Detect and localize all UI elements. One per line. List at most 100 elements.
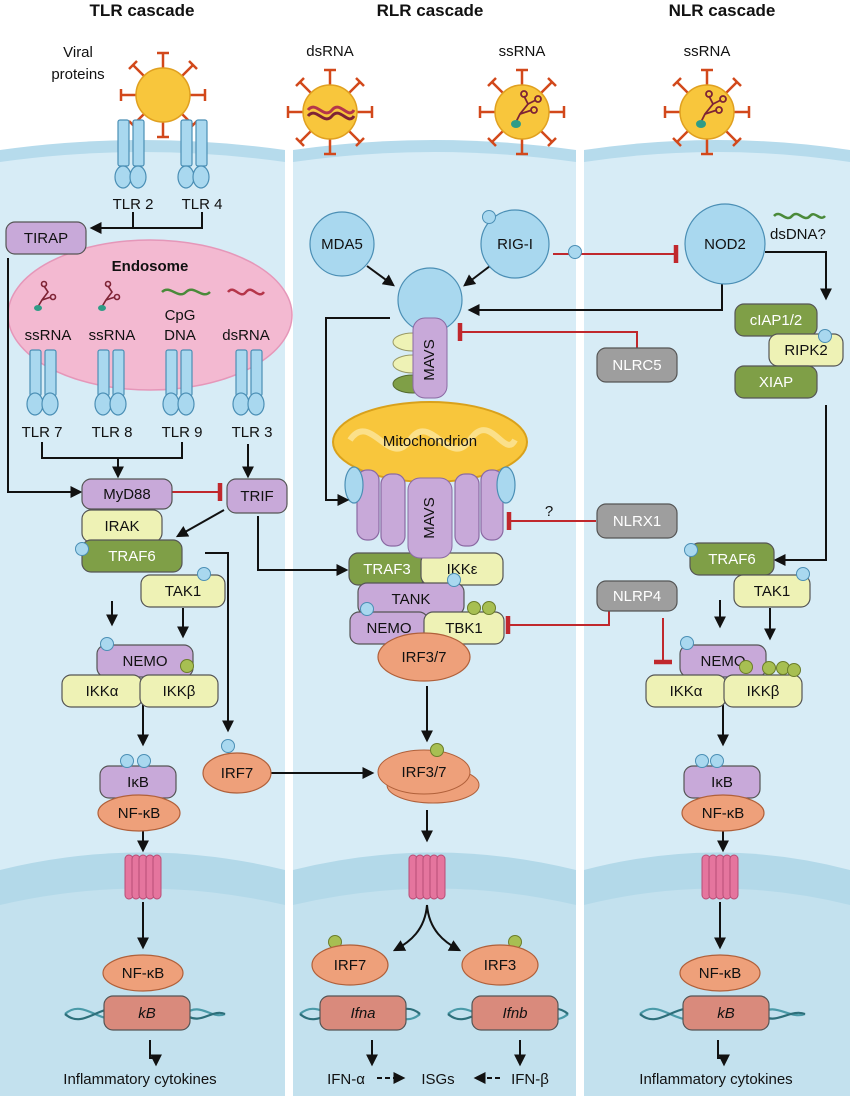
connectors (7, 212, 832, 1084)
mavs-top-label: MAVS (421, 339, 438, 380)
phospho-blue-dot (137, 754, 151, 768)
tlr8-label: TLR 8 (92, 424, 133, 441)
ikkb-nlr-node-label: IKKβ (747, 683, 780, 700)
phospho-green-dot (430, 743, 444, 757)
nfkb-nlr-node: NF-κB (681, 794, 765, 832)
traf3-node-label: TRAF3 (363, 561, 411, 578)
tak1-nlr-node-label: TAK1 (754, 583, 790, 600)
dsdna-icon (773, 212, 826, 220)
tak1-tlr-node: TAK1 (140, 574, 226, 608)
tak1-tlr-node-label: TAK1 (165, 583, 201, 600)
tak1-nlr-node: TAK1 (733, 574, 811, 608)
tlr9-label: TLR 9 (162, 424, 203, 441)
ikka-tlr-node: IKKα (61, 674, 143, 708)
irf37-lower-node (377, 749, 471, 795)
dsrna-top-label: dsRNA (306, 43, 354, 60)
ssrna-top-nlr-label: ssRNA (684, 43, 731, 60)
endo-cpg-label-1: CpG (165, 307, 196, 324)
traf6-tlr-node-label: TRAF6 (108, 548, 156, 565)
phospho-blue-dot (100, 637, 114, 651)
ikb-nlr-node-label: IκB (711, 774, 733, 791)
tank-node: TANK (357, 582, 465, 616)
mavs-mito-complex (344, 466, 516, 547)
viral-proteins-label-2: proteins (51, 66, 104, 83)
ikkb-tlr-node-label: IKKβ (163, 683, 196, 700)
phospho-blue-dot (120, 754, 134, 768)
virus-ssrna-rlr (478, 68, 566, 156)
phospho-blue-dot (75, 542, 89, 556)
trif-node: TRIF (226, 478, 288, 514)
phospho-green-dot (762, 661, 776, 675)
xiap-node-label: XIAP (759, 374, 793, 391)
kb-tlr-box-label: kB (138, 1005, 156, 1022)
ssrna-top-rlr-label: ssRNA (499, 43, 546, 60)
phospho-blue-dot (568, 245, 582, 259)
phospho-blue-dot (482, 210, 496, 224)
tlr2-receptor (114, 119, 147, 189)
phospho-blue-dot (695, 754, 709, 768)
endo-ssrna-icon-2 (98, 280, 121, 311)
phospho-blue-dot (710, 754, 724, 768)
nfkb-tlr-node: NF-κB (97, 794, 181, 832)
ripk2-node-label: RIPK2 (784, 342, 827, 359)
irf37-upper-node: IRF3/7 (377, 632, 471, 682)
tbk1-node-label: TBK1 (445, 620, 483, 637)
nfkb-nuclear-nlr-node-label: NF-κB (699, 965, 742, 982)
mitochondrion-label: Mitochondrion (383, 433, 477, 450)
nuclear-pore-icon (408, 854, 446, 900)
nfkb-nuclear-tlr-node: NF-κB (102, 954, 184, 992)
nlr-header: NLR cascade (669, 1, 776, 20)
endo-dsrna-label: dsRNA (222, 327, 270, 344)
tlr7-label: TLR 7 (22, 424, 63, 441)
phospho-blue-dot (360, 602, 374, 616)
ciap-node-label: cIAP1/2 (750, 312, 803, 329)
nlrp4-node-label: NLRP4 (613, 588, 661, 605)
irf7-nuclear-node: IRF7 (311, 944, 389, 986)
nfkb-nuclear-tlr-node-label: NF-κB (122, 965, 165, 982)
mda5-node: MDA5 (309, 211, 375, 277)
ifnb-output-label: IFN-β (511, 1071, 549, 1088)
ikka-nlr-node-label: IKKα (670, 683, 703, 700)
rigi-node: RIG-I (480, 209, 550, 279)
nlrx1-node: NLRX1 (596, 503, 678, 539)
tlr3-label: TLR 3 (232, 424, 273, 441)
trif-node-label: TRIF (240, 488, 273, 505)
tlr-output-label: Inflammatory cytokines (63, 1071, 216, 1088)
irak-node-label: IRAK (104, 518, 139, 535)
mavs-mito-node (407, 477, 453, 559)
ssrna-icon (698, 90, 727, 127)
tlr2-label: TLR 2 (113, 196, 154, 213)
dsrna-endo-icon (227, 288, 265, 296)
tlr4-receptor (177, 119, 210, 189)
nlrc5-node-label: NLRC5 (612, 357, 661, 374)
viral-proteins-label-1: Viral (63, 44, 93, 61)
ifna-box: Ifna (319, 995, 407, 1031)
endo-ssrna-icon-1 (34, 280, 57, 311)
phospho-green-dot (467, 601, 481, 615)
nemo-nlr-node-label: NEMO (701, 653, 746, 670)
ifna-output-label: IFN-α (327, 1071, 365, 1088)
ikb-nlr-node: IκB (683, 765, 761, 799)
phospho-blue-dot (680, 636, 694, 650)
ikka-nlr-node: IKKα (645, 674, 727, 708)
ikb-tlr-node-label: IκB (127, 774, 149, 791)
tlr-header: TLR cascade (90, 1, 195, 20)
nfkb-nlr-node-label: NF-κB (702, 805, 745, 822)
traf3-node: TRAF3 (348, 552, 426, 586)
ssrna-icon (513, 90, 542, 127)
nfkb-nuclear-nlr-node: NF-κB (679, 954, 761, 992)
xiap-node: XIAP (734, 365, 818, 399)
phospho-blue-dot (818, 329, 832, 343)
nemo-tlr-node-label: NEMO (123, 653, 168, 670)
phospho-blue-dot (197, 567, 211, 581)
kb-nlr-box: kB (682, 995, 770, 1031)
isgs-output-label: ISGs (421, 1071, 454, 1088)
myd88-node: MyD88 (81, 478, 173, 510)
nuclear-pore-icon (701, 854, 739, 900)
phospho-green-dot (482, 601, 496, 615)
tank-node-label: TANK (392, 591, 431, 608)
endosome-label: Endosome (112, 258, 189, 275)
